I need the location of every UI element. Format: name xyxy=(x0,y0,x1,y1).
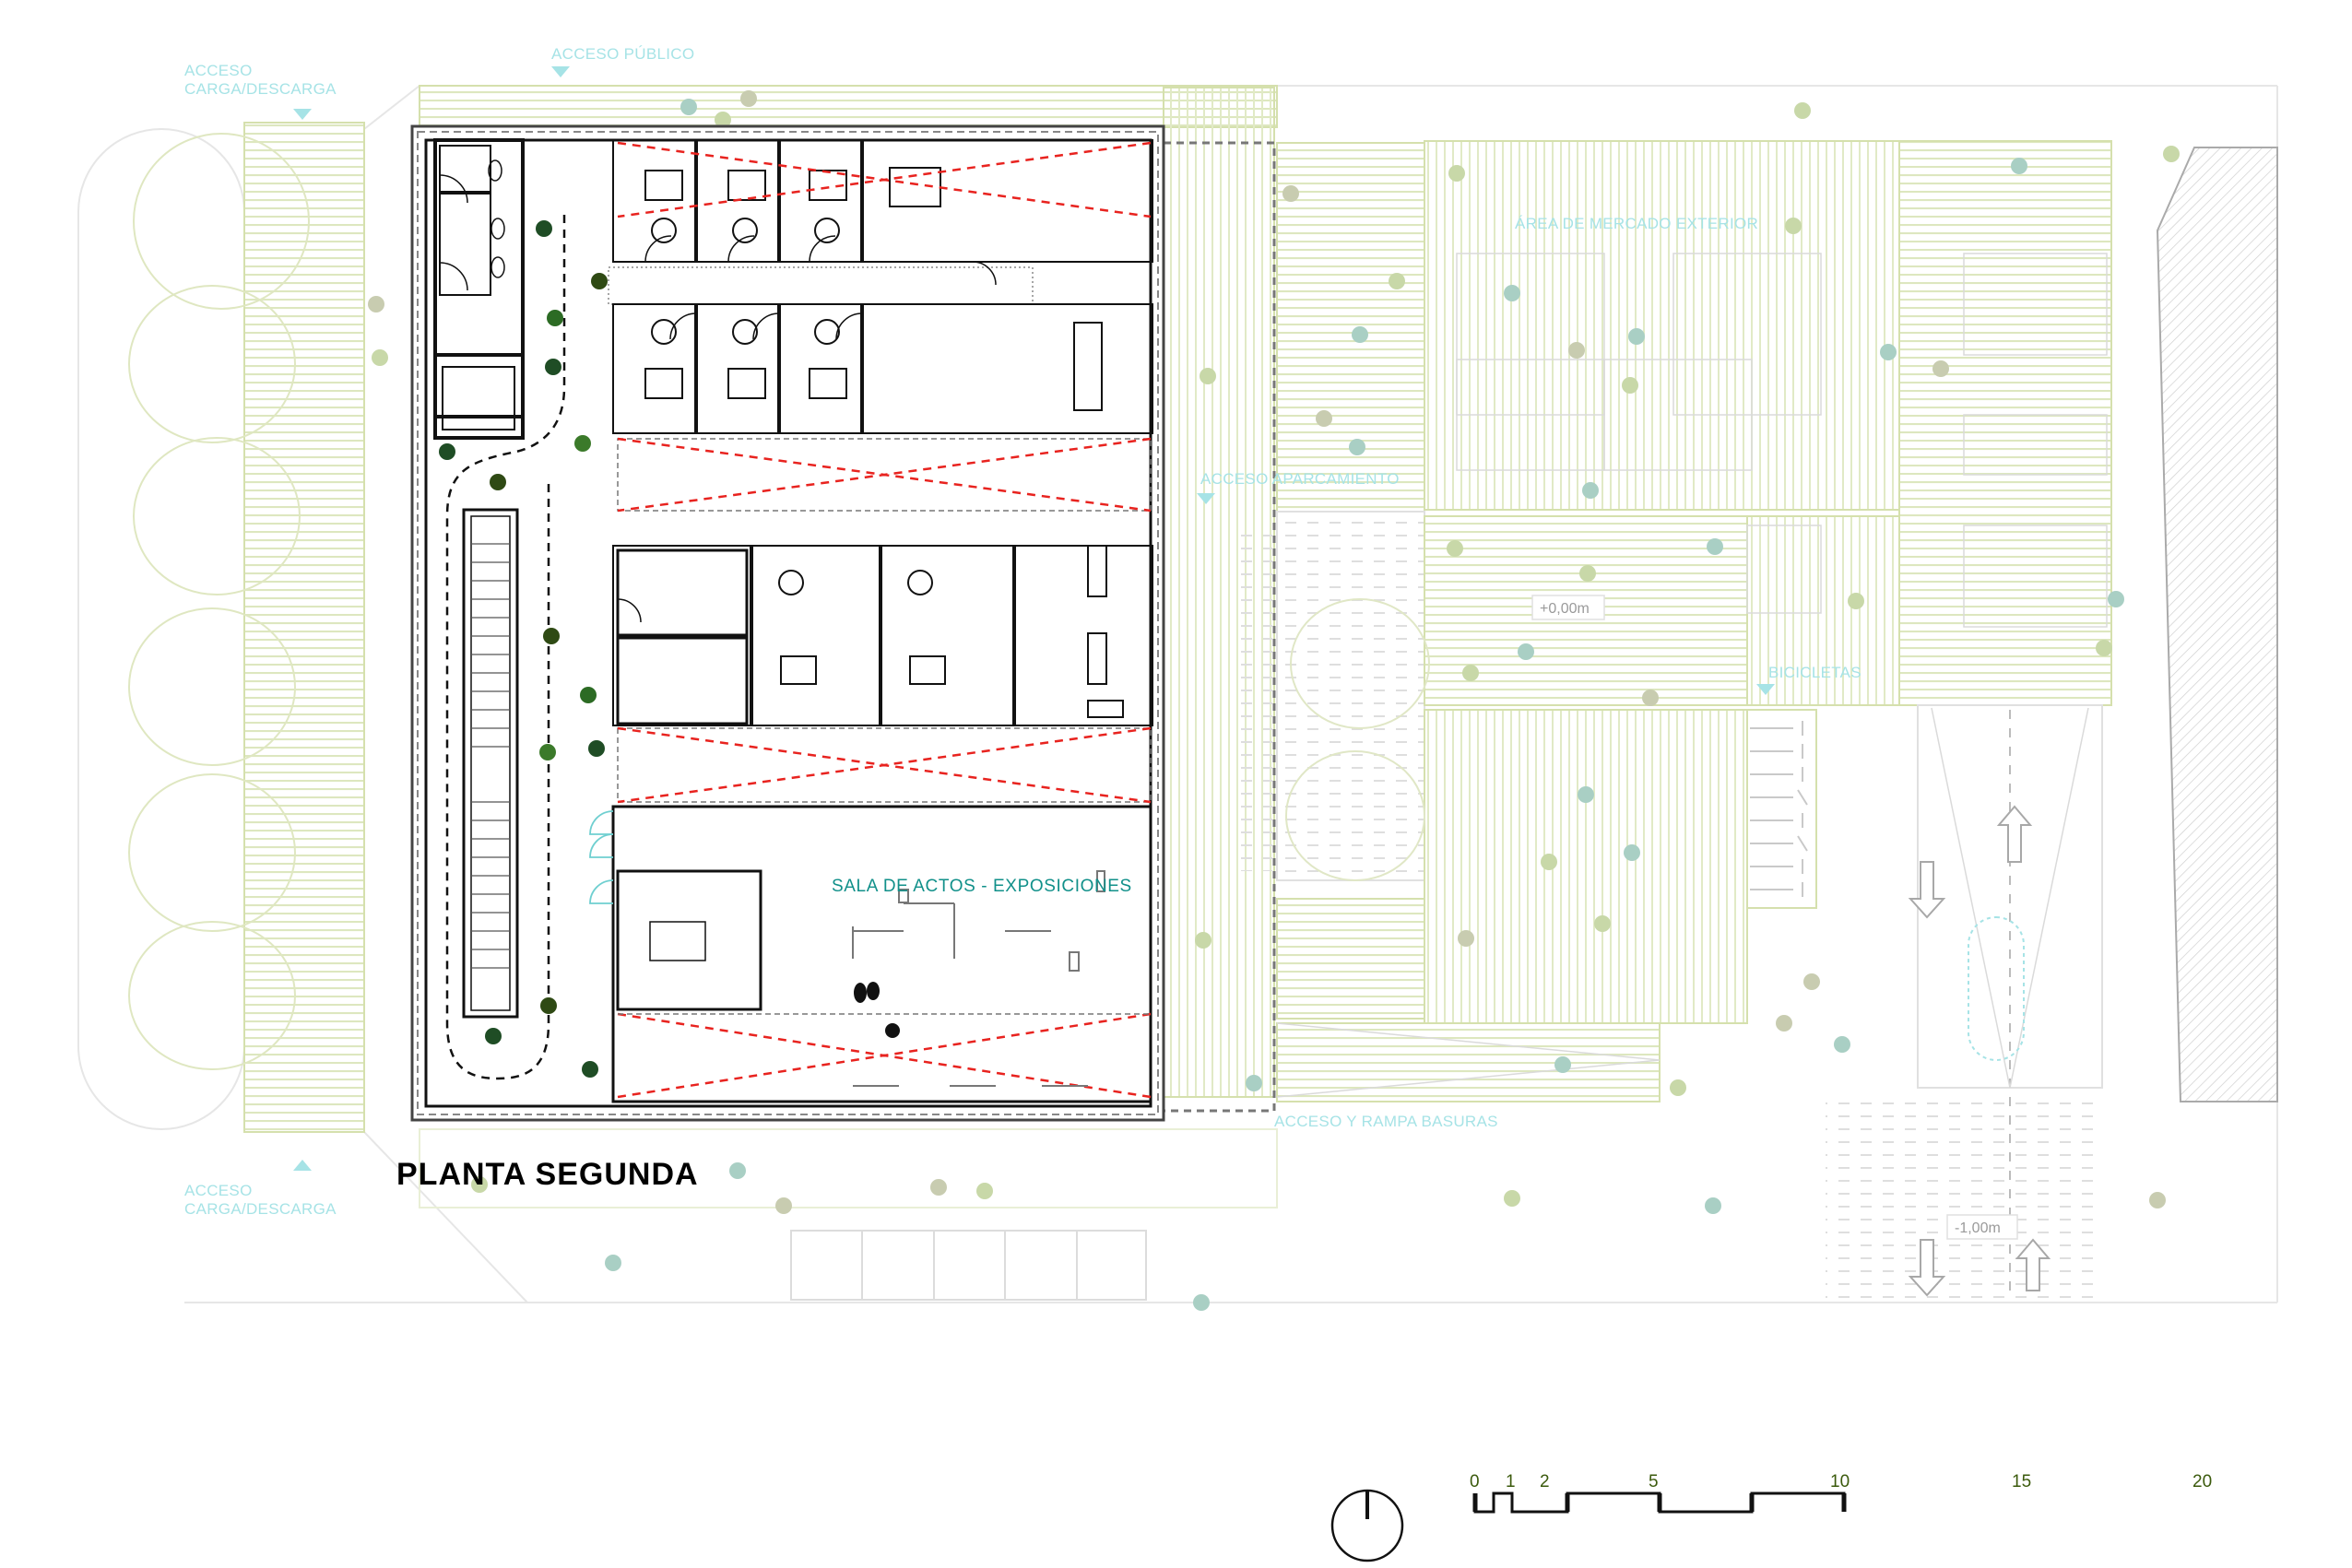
drawing-title: PLANTA SEGUNDA xyxy=(396,1157,699,1192)
label-bicycles: BICICLETAS xyxy=(1768,664,1862,681)
north-arrow-icon xyxy=(1330,1489,1404,1562)
bottom-parking-bays xyxy=(790,1230,1147,1301)
loading-top-marker-icon xyxy=(293,109,312,120)
ramp-up-arrow-lower xyxy=(2015,1238,2051,1291)
service-core xyxy=(433,138,525,440)
building xyxy=(410,124,1165,1122)
scale-tick-1: 1 xyxy=(1506,1472,1516,1491)
public-access-strip xyxy=(419,85,1278,128)
market-area xyxy=(1424,140,1900,511)
scale-tick-5: 5 xyxy=(1649,1472,1659,1491)
label-access-loading-top-1: ACCESO xyxy=(184,62,253,79)
scale-tick-15: 15 xyxy=(2012,1472,2031,1491)
label-access-waste: ACCESO Y RAMPA BASURAS xyxy=(1274,1113,1498,1130)
label-access-loading-bottom-2: CARGA/DESCARGA xyxy=(184,1200,337,1218)
public-access-marker-icon xyxy=(551,66,570,77)
site-landscape xyxy=(77,85,2278,1311)
planting-dots xyxy=(368,90,2180,1311)
entrance-doors xyxy=(589,810,614,904)
ramp-up-arrow xyxy=(1996,805,2033,863)
label-access-loading-top-2: CARGA/DESCARGA xyxy=(184,80,337,98)
office-row-second xyxy=(612,303,1153,434)
loading-bottom-marker-icon xyxy=(293,1160,312,1171)
bicycles-marker-icon xyxy=(1756,684,1775,695)
office-row-top xyxy=(612,139,1153,286)
level-tag-ground: +0,00m xyxy=(1531,595,1605,620)
label-access-loading-bottom-1: ACCESO xyxy=(184,1182,253,1199)
scale-tick-10: 10 xyxy=(1830,1472,1850,1491)
parking-access-marker-icon xyxy=(1197,493,1215,504)
bicycle-rack-area xyxy=(1746,709,1817,909)
label-access-public: ACCESO PÚBLICO xyxy=(551,45,694,63)
label-room-hall: SALA DE ACTOS - EXPOSICIONES xyxy=(832,877,1132,896)
tree-canopies xyxy=(128,133,1430,1070)
circulation-path xyxy=(445,215,566,1080)
ramp-staircase xyxy=(462,508,519,1019)
hall-sala-de-actos xyxy=(611,805,1152,1103)
parking-ramp xyxy=(1826,704,2103,1300)
level-ground-text: +0,00m xyxy=(1540,601,1590,617)
office-row-middle xyxy=(612,545,1153,726)
ramp-steps xyxy=(471,543,510,969)
scale-tick-2: 2 xyxy=(1540,1472,1550,1491)
ramp-down-arrow-lower xyxy=(1908,1239,1946,1297)
loading-strip xyxy=(243,122,365,1133)
people-figures xyxy=(854,982,900,1038)
bicycle-icons xyxy=(1750,721,1808,897)
indoor-plants xyxy=(439,220,608,1078)
label-market-area: ÁREA DE MERCADO EXTERIOR xyxy=(1515,215,1758,232)
retaining-wall xyxy=(2156,147,2278,1102)
scale-tick-20: 20 xyxy=(2192,1472,2212,1491)
label-access-parking: ACCESO APARCAMIENTO xyxy=(1200,470,1400,488)
level-tag-basement: -1,00m xyxy=(1946,1214,2018,1240)
scale-bar: 0 1 2 5 10 15 20 xyxy=(1470,1472,2212,1514)
scale-tick-0: 0 xyxy=(1470,1472,1480,1491)
ramp-down-arrow xyxy=(1908,861,1946,919)
void-middle xyxy=(617,726,1152,804)
access-markers xyxy=(293,66,1775,1171)
level-basement-text: -1,00m xyxy=(1955,1220,2001,1236)
void-top xyxy=(617,141,1152,513)
